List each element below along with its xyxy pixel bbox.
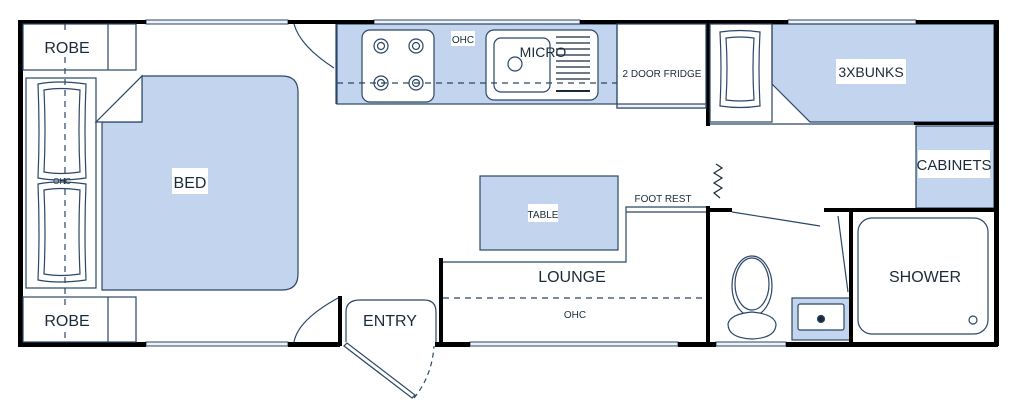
wall-entry-left <box>338 296 342 346</box>
wall-fridge-right <box>706 20 710 126</box>
fridge-door <box>616 103 707 109</box>
vanity-tap <box>816 314 826 324</box>
lounge-outline <box>443 206 706 263</box>
label-ohc-lounge: OHC <box>564 310 586 321</box>
wall-top-far <box>916 20 998 24</box>
bunk-pillow <box>719 29 761 109</box>
wall-lounge-left <box>439 258 443 346</box>
labels: ROBE ROBE BED OHC OHC MICRO 2 DOOR FRIDG… <box>44 31 992 330</box>
label-micro: MICRO <box>520 44 567 60</box>
bedhead-shelf <box>25 77 97 289</box>
wall-bottom-left <box>18 342 146 347</box>
toilet-bowl-inner <box>734 257 770 311</box>
label-entry: ENTRY <box>363 313 417 330</box>
shower-door <box>837 215 849 293</box>
label-table: TABLE <box>528 210 559 221</box>
label-lounge: LOUNGE <box>538 269 606 286</box>
drainer <box>556 36 590 92</box>
sink-drain <box>507 56 523 72</box>
wall-bottom-mid <box>288 342 340 347</box>
wall-right <box>994 20 999 346</box>
label-fridge: 2 DOOR FRIDGE <box>623 69 702 80</box>
wall-bottom-right <box>678 342 716 347</box>
sink-unit <box>485 29 599 101</box>
pillow-top-inner <box>43 87 81 175</box>
entry-door <box>343 342 416 399</box>
wall-top-mid <box>288 20 374 24</box>
bedroom-door-bottom <box>293 297 339 343</box>
bunk-cabinet <box>709 23 773 123</box>
sink-bowl <box>493 37 551 93</box>
wall-bottom-entry <box>435 342 470 347</box>
label-bed: BED <box>174 175 207 192</box>
robe-top <box>22 23 137 71</box>
burner-inner <box>376 41 386 51</box>
label-ohc-bed: OHC <box>53 177 71 186</box>
toilet-bowl <box>731 255 773 317</box>
cooktop <box>361 29 435 103</box>
walls <box>18 20 999 347</box>
bathroom-door <box>731 211 821 227</box>
burner-inner <box>411 41 421 51</box>
window-bottom-lounge <box>469 341 679 347</box>
wall-top-left <box>18 20 146 24</box>
label-cabinets: CABINETS <box>916 157 991 174</box>
entry-door-swing <box>413 345 435 399</box>
bunk-pillow-inner <box>725 36 755 102</box>
label-robe-top: ROBE <box>44 40 89 57</box>
entry-step <box>345 299 437 342</box>
label-bunks: 3XBUNKS <box>838 64 903 80</box>
pillow-bottom <box>37 181 87 283</box>
pillow-bottom-inner <box>43 187 81 277</box>
window-bottom-toilet <box>715 341 787 347</box>
window-bottom-bed <box>145 341 289 347</box>
robe-bottom <box>22 296 137 343</box>
wall-left <box>18 20 23 346</box>
label-shower: SHOWER <box>889 269 961 286</box>
wall-cabinet-top <box>914 122 998 125</box>
window-top-bed <box>145 19 289 25</box>
label-foot-rest: FOOT REST <box>634 194 691 205</box>
shower-tray <box>857 217 989 335</box>
burner <box>373 38 389 54</box>
label-robe-bottom: ROBE <box>44 313 89 330</box>
bedroom-door-top <box>293 23 335 69</box>
wall-bathroom-top-a <box>706 208 732 212</box>
pillow-top <box>37 81 87 181</box>
wall-bathroom-top-b <box>824 208 998 212</box>
bed-corner <box>94 74 143 123</box>
wall-bathroom-left <box>706 206 710 346</box>
toilet-cistern <box>727 311 777 340</box>
label-ohc-kitchen: OHC <box>452 35 474 46</box>
zigzag-icon <box>712 163 724 199</box>
wall-bottom-far <box>786 342 998 347</box>
fridge <box>616 23 707 109</box>
wall-top-right <box>580 20 788 24</box>
ohc-dashes <box>64 24 706 342</box>
shower-drain <box>968 315 978 325</box>
wall-shower-left <box>849 212 853 344</box>
burner <box>408 38 424 54</box>
